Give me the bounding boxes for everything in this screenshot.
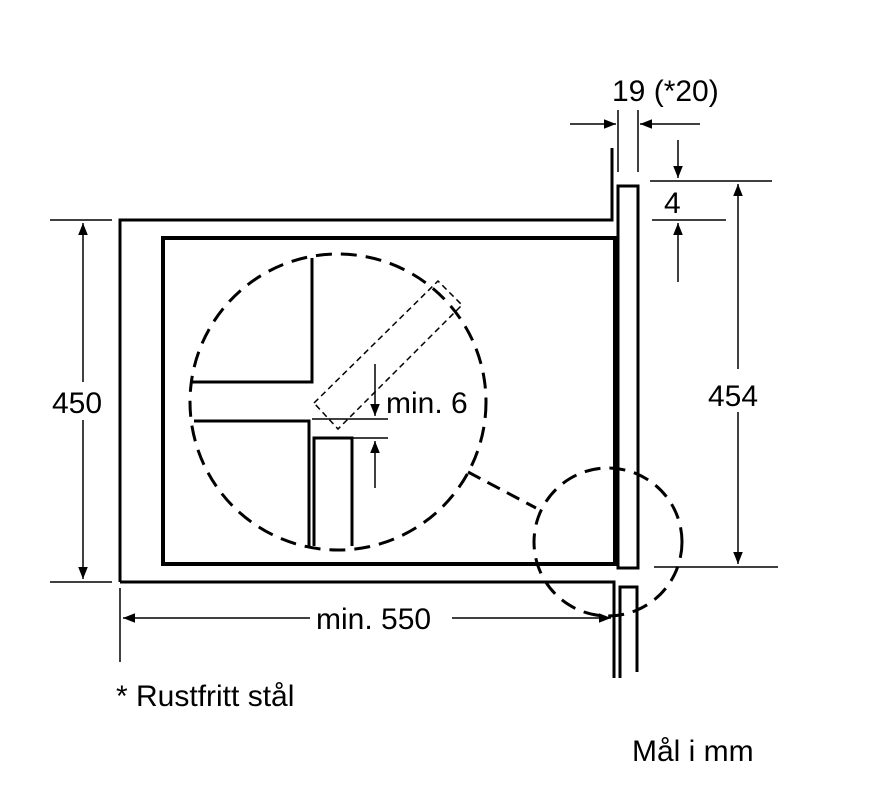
- dimension-panel-height: [654, 184, 778, 568]
- top-gap-label: 4: [664, 187, 681, 220]
- units-note: Mål i mm: [632, 735, 754, 768]
- detail-floor-line: [194, 419, 311, 546]
- panel-thickness-label: 19 (*20): [612, 75, 719, 108]
- dimension-cabinet-height: [50, 219, 112, 583]
- detail-gap-label: min. 6: [386, 387, 468, 420]
- detail-cabinet-corner: [192, 258, 314, 384]
- front-panel: [616, 184, 640, 570]
- appliance-body: [161, 236, 617, 566]
- cabinet-height-label: 450: [52, 387, 102, 420]
- detail-circle: [188, 252, 488, 552]
- detail-panel-section: [312, 436, 354, 546]
- detail-appliance-dashed: [312, 279, 464, 431]
- panel-height-label: 454: [708, 380, 758, 413]
- lower-cabinet-front: [618, 585, 639, 678]
- detail-circle-right: [532, 466, 684, 618]
- cabinet-outline: [118, 148, 616, 678]
- depth-label: min. 550: [316, 603, 431, 636]
- dimension-top-gap: [650, 140, 772, 282]
- dimension-depth: [119, 588, 611, 662]
- dimension-detail-gap: [312, 364, 388, 488]
- footnote: * Rustfritt stål: [116, 680, 295, 713]
- detail-connector: [467, 470, 537, 510]
- dimension-panel-thickness: [570, 110, 700, 172]
